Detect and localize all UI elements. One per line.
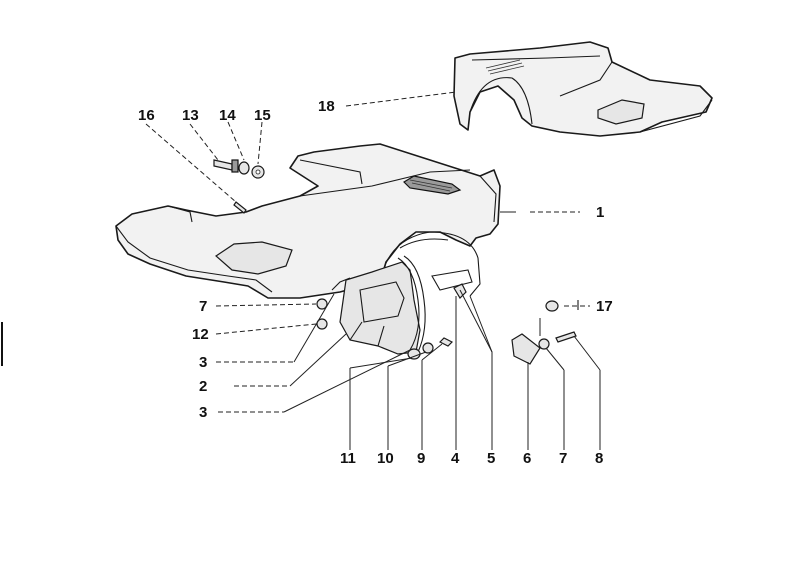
callout-14: 14 bbox=[219, 107, 236, 124]
part-16-screw bbox=[233, 201, 247, 214]
callout-12: 12 bbox=[192, 326, 209, 343]
part-7-nut-upper bbox=[316, 298, 328, 310]
part-18-front-panel-alt-view bbox=[453, 41, 713, 137]
part-7-nut-lower bbox=[538, 338, 550, 350]
part-6-cover-plate bbox=[511, 333, 541, 365]
part-9-bolt bbox=[438, 337, 454, 347]
callout-7-upper: 7 bbox=[199, 298, 207, 315]
part-3-sealing-strip bbox=[331, 255, 426, 353]
callout-13: 13 bbox=[182, 107, 199, 124]
part-13-bolt bbox=[213, 159, 239, 173]
leader-lines bbox=[145, 91, 601, 450]
callout-10: 10 bbox=[377, 450, 394, 467]
callout-1: 1 bbox=[596, 204, 604, 221]
callout-3-upper: 3 bbox=[199, 354, 207, 371]
part-10-washer bbox=[422, 342, 434, 354]
part-12-clip bbox=[316, 318, 328, 330]
callout-3-lower: 3 bbox=[199, 404, 207, 421]
callout-18: 18 bbox=[318, 98, 335, 115]
part-1-front-body-panel bbox=[115, 143, 501, 299]
part-2-splash-shield bbox=[339, 261, 421, 355]
callout-5: 5 bbox=[487, 450, 495, 467]
callout-8: 8 bbox=[595, 450, 603, 467]
part-15-nut bbox=[251, 165, 265, 179]
callout-2: 2 bbox=[199, 378, 207, 395]
callout-15: 15 bbox=[254, 107, 271, 124]
callout-7-lower: 7 bbox=[559, 450, 567, 467]
part-17-nut bbox=[545, 300, 579, 312]
callout-4: 4 bbox=[451, 450, 460, 467]
part-5-arch-liner bbox=[431, 269, 473, 291]
callout-11: 11 bbox=[340, 450, 356, 467]
part-8-screw bbox=[555, 331, 577, 343]
callout-16: 16 bbox=[138, 107, 155, 124]
callout-labels: 1 18 16 13 14 15 7 12 3 2 3 11 10 9 4 5 … bbox=[138, 98, 613, 467]
part-14-washer bbox=[238, 161, 250, 175]
callout-9: 9 bbox=[417, 450, 425, 467]
callout-6: 6 bbox=[523, 450, 531, 467]
callout-17: 17 bbox=[596, 298, 613, 315]
